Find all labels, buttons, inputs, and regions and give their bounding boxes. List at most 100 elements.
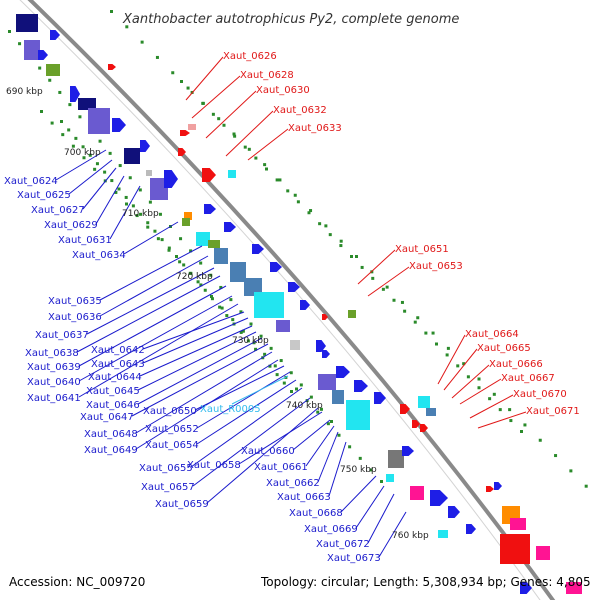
gc-dot <box>138 188 142 192</box>
gene-label: Xaut_0628 <box>240 70 294 81</box>
gc-dot <box>247 147 251 151</box>
leader-line <box>443 348 478 391</box>
gc-dot <box>231 318 235 322</box>
leader-line <box>469 394 514 419</box>
gene-block <box>282 334 292 342</box>
gene-block <box>566 582 582 594</box>
gene-block <box>208 240 220 248</box>
gc-dot <box>328 233 332 237</box>
gene-label: Xaut_0651 <box>395 244 449 255</box>
kbp-scale-label: 750 kbp <box>340 465 377 475</box>
leader-line <box>367 266 410 297</box>
gene-label: Xaut_0635 <box>48 296 102 307</box>
gc-dot <box>167 246 171 250</box>
gc-dot <box>239 310 243 314</box>
gc-dot <box>446 346 450 350</box>
gc-dot <box>279 359 283 363</box>
gene-block <box>346 400 370 430</box>
gc-dot <box>243 145 247 149</box>
gene-label: Xaut_0630 <box>256 85 310 96</box>
gc-dot <box>488 397 492 401</box>
leader-line <box>367 493 395 544</box>
gc-dot <box>523 423 527 427</box>
leader-line <box>86 267 215 335</box>
map-title: Xanthobacter autotrophicus Py2, complete… <box>122 12 459 27</box>
gene-label: Xaut_0637 <box>35 330 89 341</box>
backbone-track <box>19 0 556 600</box>
leader-line <box>139 325 253 377</box>
gene-label: Xaut_0647 <box>80 412 134 423</box>
leader-line <box>185 56 224 101</box>
gc-dot <box>339 239 343 243</box>
gc-dot <box>319 407 323 411</box>
gene-label: Xaut_0643 <box>91 359 145 370</box>
leader-line <box>378 511 407 558</box>
gc-dot <box>520 430 523 433</box>
leader-line <box>68 159 113 195</box>
gene-arrow <box>420 424 428 432</box>
gc-dot <box>38 66 42 70</box>
gene-arrow <box>400 404 410 414</box>
gc-dot <box>18 42 22 46</box>
gc-dot <box>48 78 52 82</box>
gc-dot <box>82 156 86 160</box>
gc-dot <box>435 342 438 346</box>
gc-dot <box>241 329 245 333</box>
gc-content-track <box>8 10 588 488</box>
gc-dot <box>180 80 183 83</box>
gc-dot <box>158 212 162 216</box>
gc-dot <box>229 298 233 302</box>
gene-arrow <box>270 262 282 272</box>
gene-label: Xaut_0665 <box>477 343 531 354</box>
gene-arrow <box>38 50 48 60</box>
gene-block <box>510 518 526 530</box>
gene-block <box>276 320 290 332</box>
gene-arrow <box>202 168 216 182</box>
gc-dot <box>210 295 213 298</box>
gene-label: Xaut_0634 <box>72 250 126 261</box>
gene-label: Xaut_0644 <box>88 372 142 383</box>
leader-line <box>95 175 125 225</box>
leader-line <box>137 331 257 391</box>
gene-arrow <box>402 446 414 456</box>
gene-block <box>290 340 300 350</box>
gene-label: Xaut_0672 <box>316 539 370 550</box>
gc-dot <box>108 151 112 155</box>
gc-dot <box>182 263 186 267</box>
gc-dot <box>50 121 54 125</box>
gene-label: Xaut_0650 <box>143 406 197 417</box>
gene-arrow <box>316 340 326 352</box>
gc-dot <box>239 330 243 334</box>
gc-dot <box>211 112 215 116</box>
gene-label: Xaut_0654 <box>145 440 199 451</box>
gene-block <box>388 450 404 468</box>
gc-dot <box>569 469 573 473</box>
gc-dot <box>275 178 279 182</box>
gene-block <box>536 546 550 560</box>
leader-line <box>328 441 347 497</box>
gc-dot <box>125 25 129 29</box>
gene-label: Xaut_0632 <box>273 105 327 116</box>
gene-arrow <box>486 486 494 492</box>
leader-line <box>76 275 221 353</box>
gc-dot <box>337 433 341 437</box>
gc-dot <box>203 288 207 292</box>
gene-arrow <box>322 314 328 320</box>
leader-line <box>194 365 285 411</box>
gc-dot <box>295 387 298 391</box>
gc-dot <box>324 224 328 228</box>
gene-block <box>196 232 210 246</box>
leader-line <box>292 419 331 451</box>
gc-dot <box>293 193 297 197</box>
gene-label: Xaut_0624 <box>4 176 58 187</box>
gene-block <box>426 408 436 416</box>
gc-dot <box>371 276 375 280</box>
kbp-scale-label: 740 kbp <box>286 401 323 411</box>
gene-block <box>124 148 140 164</box>
gene-label: Xaut_0648 <box>84 429 138 440</box>
gc-dot <box>93 167 97 171</box>
gene-arrow <box>466 524 476 534</box>
gene-block <box>500 534 530 564</box>
gc-dot <box>445 353 449 357</box>
gene-block <box>386 474 394 482</box>
